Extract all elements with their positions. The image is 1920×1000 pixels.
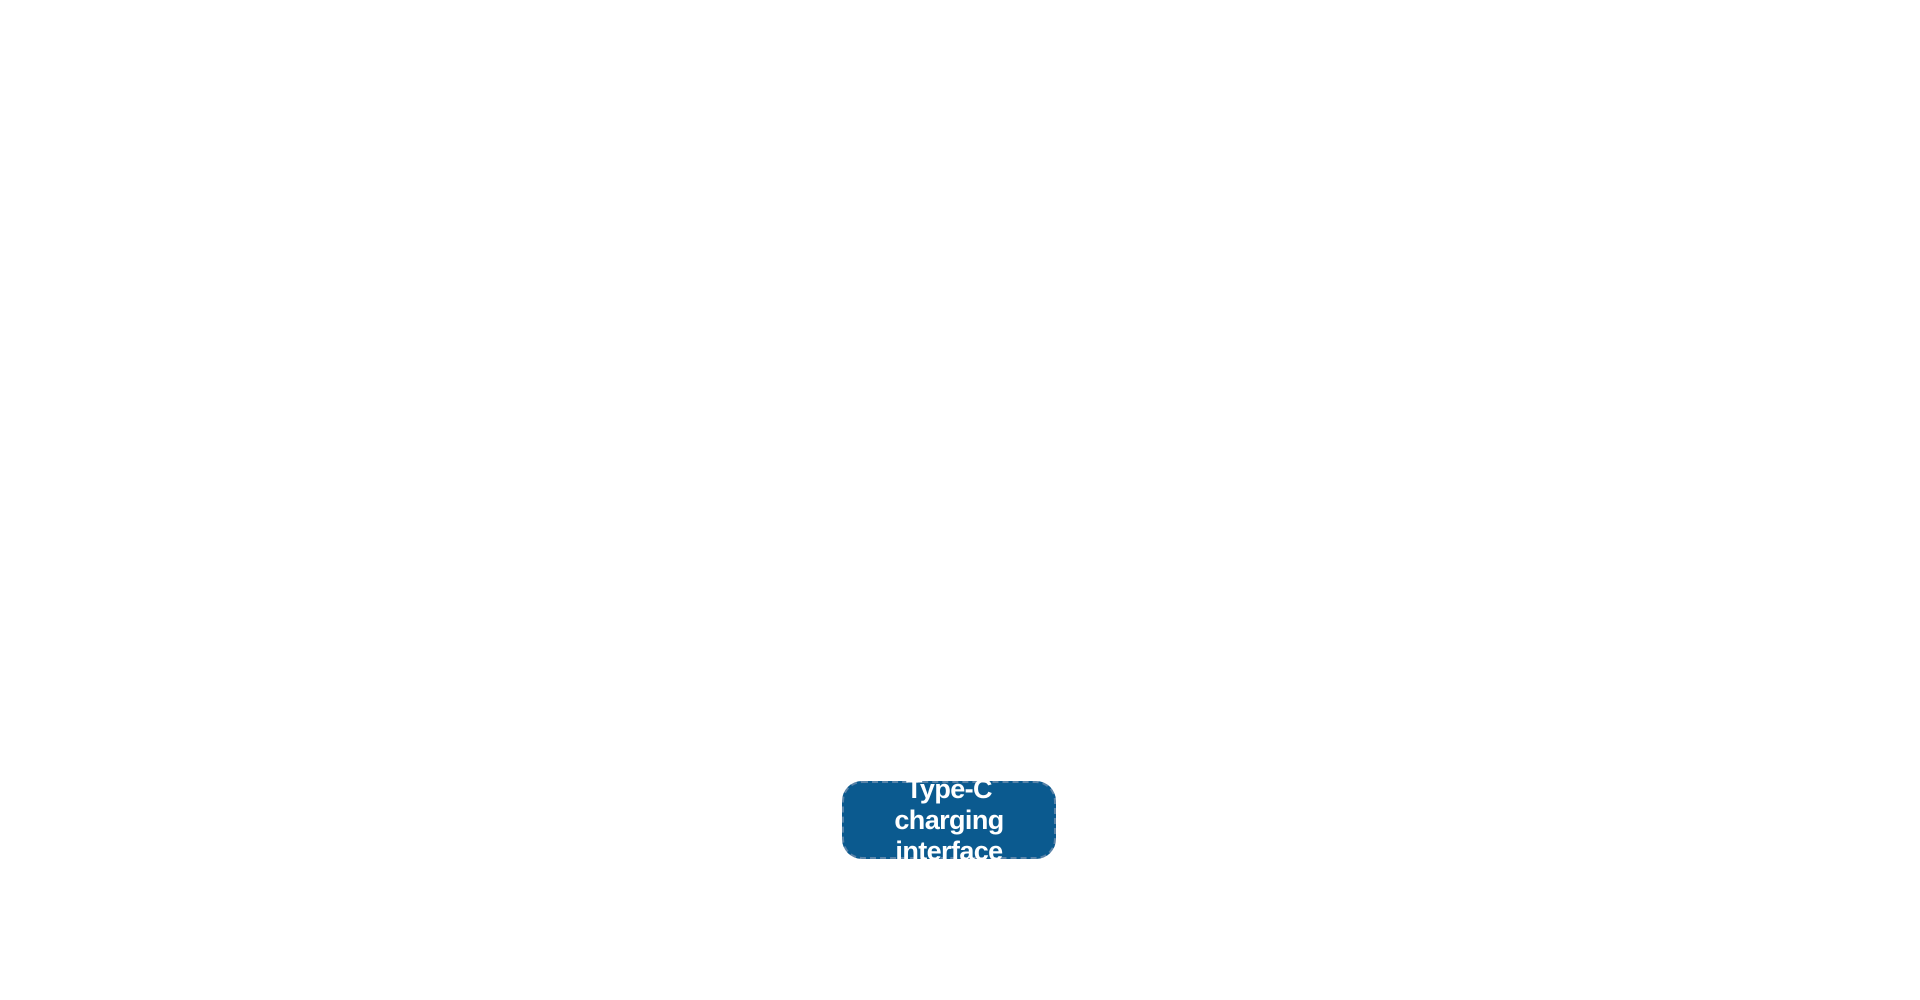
label-line-2: interface (895, 835, 1003, 866)
type-c-charging-interface-label: Type-C charging interface (842, 774, 1056, 866)
label-text: Type-C charging interface (848, 774, 1050, 867)
label-line-1: Type-C charging (894, 773, 1004, 835)
